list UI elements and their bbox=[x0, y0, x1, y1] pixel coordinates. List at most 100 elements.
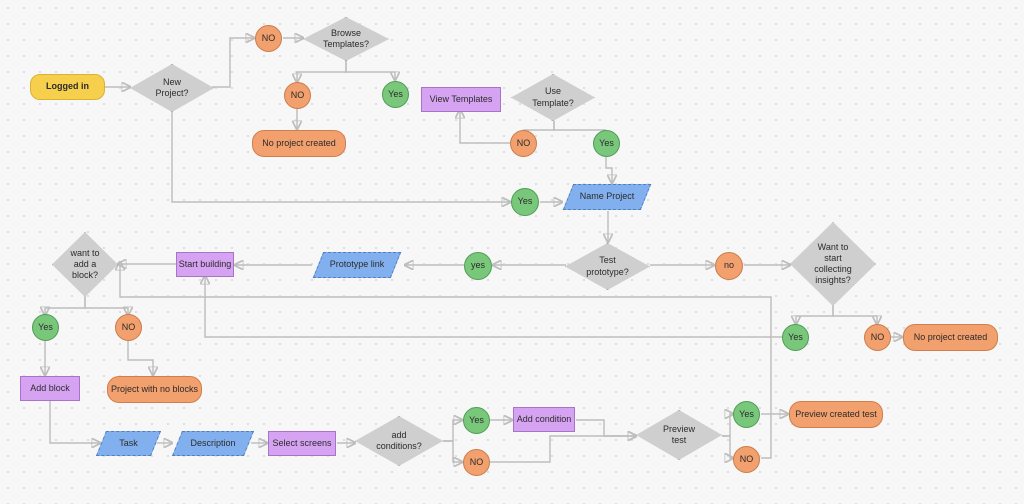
decision-add-conditions: add conditions? bbox=[355, 416, 443, 466]
decision-use-template: Use Template? bbox=[511, 74, 595, 121]
decision-label: Browse Templates? bbox=[322, 27, 370, 49]
answer-label: NO bbox=[739, 453, 754, 464]
answer-yes-2: Yes bbox=[593, 130, 620, 157]
answer-no-4: no bbox=[715, 252, 743, 280]
process-label: Select screens bbox=[272, 437, 332, 448]
edge-preview-to-yes bbox=[722, 414, 733, 437]
edge-browse-to-no bbox=[297, 60, 347, 82]
answer-label: Yes bbox=[38, 321, 53, 332]
input-label: Description bbox=[190, 437, 236, 448]
terminal-no-project-created-1: No project created bbox=[252, 130, 346, 157]
process-add-condition: Add condition bbox=[513, 407, 575, 432]
edge-preview-to-no bbox=[722, 435, 733, 458]
answer-label: NO bbox=[290, 89, 305, 100]
decision-label: add conditions? bbox=[376, 429, 422, 451]
answer-yes-5: Yes bbox=[782, 324, 809, 351]
decision-label: Want to start collecting insights? bbox=[814, 241, 852, 286]
input-task: Task bbox=[101, 431, 156, 456]
input-description: Description bbox=[177, 431, 249, 456]
answer-no-5: NO bbox=[864, 324, 891, 351]
answer-yes-6: Yes bbox=[32, 314, 59, 341]
decision-label: Use Template? bbox=[532, 86, 574, 108]
process-label: Start building bbox=[178, 258, 232, 269]
input-label: Task bbox=[119, 437, 138, 448]
decision-want-collecting-insights: Want to start collecting insights? bbox=[790, 222, 876, 306]
answer-label: Yes bbox=[788, 331, 803, 342]
edge-new-project-to-yes bbox=[171, 110, 510, 202]
edge-new-project-to-no bbox=[212, 38, 254, 88]
start-label: Logged in bbox=[46, 81, 89, 92]
process-add-block: Add block bbox=[20, 376, 80, 401]
edge-no-loop-to-want-block bbox=[120, 262, 772, 459]
edge-add-conditions-to-no bbox=[443, 440, 462, 462]
process-label: Add block bbox=[30, 382, 70, 393]
decision-label: Preview test bbox=[662, 423, 695, 445]
edge-browse-to-yes bbox=[345, 60, 395, 80]
edge-want-collecting-to-no bbox=[832, 306, 877, 324]
edge-no-to-view-templates bbox=[460, 110, 510, 144]
answer-label: NO bbox=[121, 321, 136, 332]
edge-want-block-to-no bbox=[84, 297, 128, 315]
decision-browse-templates: Browse Templates? bbox=[303, 17, 389, 61]
answer-yes-3: Yes bbox=[511, 188, 539, 216]
answer-label: Yes bbox=[469, 414, 484, 425]
decision-test-prototype: Test prototype? bbox=[565, 243, 650, 290]
answer-no-3: NO bbox=[510, 130, 537, 157]
edge-add-block-to-task bbox=[49, 401, 100, 443]
answer-no-1: NO bbox=[255, 25, 282, 52]
input-label: Name Project bbox=[579, 191, 635, 202]
answer-label: Yes bbox=[388, 88, 403, 99]
decision-label: want to add a block? bbox=[70, 247, 100, 281]
decision-want-add-block: want to add a block? bbox=[52, 232, 118, 297]
answer-no-7: NO bbox=[463, 449, 490, 476]
edge-no-to-project-no-blocks bbox=[127, 340, 153, 375]
edge-add-conditions-to-yes bbox=[443, 420, 462, 442]
answer-label: NO bbox=[469, 456, 484, 467]
input-prototype-link: Prototype link bbox=[318, 252, 396, 278]
answer-label: Yes bbox=[739, 408, 754, 419]
process-select-screens: Select screens bbox=[268, 431, 336, 456]
answer-yes-7: Yes bbox=[463, 407, 490, 434]
answer-label: Yes bbox=[517, 196, 533, 207]
answer-label: yes bbox=[470, 260, 485, 271]
answer-label: NO bbox=[870, 331, 885, 342]
terminal-label: Project with no blocks bbox=[110, 383, 199, 394]
decision-new-project: New Project? bbox=[130, 64, 214, 112]
process-start-building: Start building bbox=[176, 252, 234, 277]
answer-label: NO bbox=[261, 32, 276, 43]
answer-no-2: NO bbox=[284, 82, 311, 109]
decision-label: Test prototype? bbox=[586, 255, 629, 277]
answer-yes-1: Yes bbox=[382, 81, 409, 108]
terminal-label: Preview created test bbox=[795, 408, 877, 419]
edge-no-to-preview bbox=[490, 436, 636, 463]
terminal-label: No project created bbox=[913, 331, 988, 342]
decision-preview-test: Preview test bbox=[636, 410, 722, 460]
process-label: Add condition bbox=[516, 413, 572, 424]
answer-no-8: NO bbox=[733, 446, 760, 473]
terminal-no-project-created-2: No project created bbox=[903, 324, 998, 351]
edge-use-template-to-yes bbox=[553, 121, 606, 131]
input-name-project: Name Project bbox=[568, 184, 646, 210]
edge-use-template-to-no bbox=[523, 121, 555, 131]
terminal-label: No project created bbox=[262, 137, 336, 148]
process-view-templates: View Templates bbox=[421, 87, 501, 112]
answer-label: no bbox=[723, 260, 734, 271]
edge-yes-to-start-building bbox=[205, 276, 782, 338]
answer-label: Yes bbox=[599, 137, 614, 148]
process-label: View Templates bbox=[429, 93, 493, 104]
terminal-preview-created-test: Preview created test bbox=[789, 401, 883, 428]
edge-add-condition-to-preview bbox=[576, 419, 636, 436]
terminal-project-with-no-blocks: Project with no blocks bbox=[107, 376, 202, 403]
answer-label: NO bbox=[516, 137, 531, 148]
edge-want-block-to-yes bbox=[45, 297, 86, 315]
answer-no-6: NO bbox=[115, 314, 142, 341]
answer-yes-8: Yes bbox=[733, 401, 760, 428]
start-logged-in: Logged in bbox=[30, 74, 105, 100]
edge-want-collecting-to-yes bbox=[796, 306, 834, 324]
edge-yes-to-name-project-2 bbox=[605, 157, 612, 183]
input-label: Prototype link bbox=[329, 259, 385, 270]
decision-label: New Project? bbox=[155, 76, 189, 98]
answer-yes-4: yes bbox=[464, 252, 492, 280]
